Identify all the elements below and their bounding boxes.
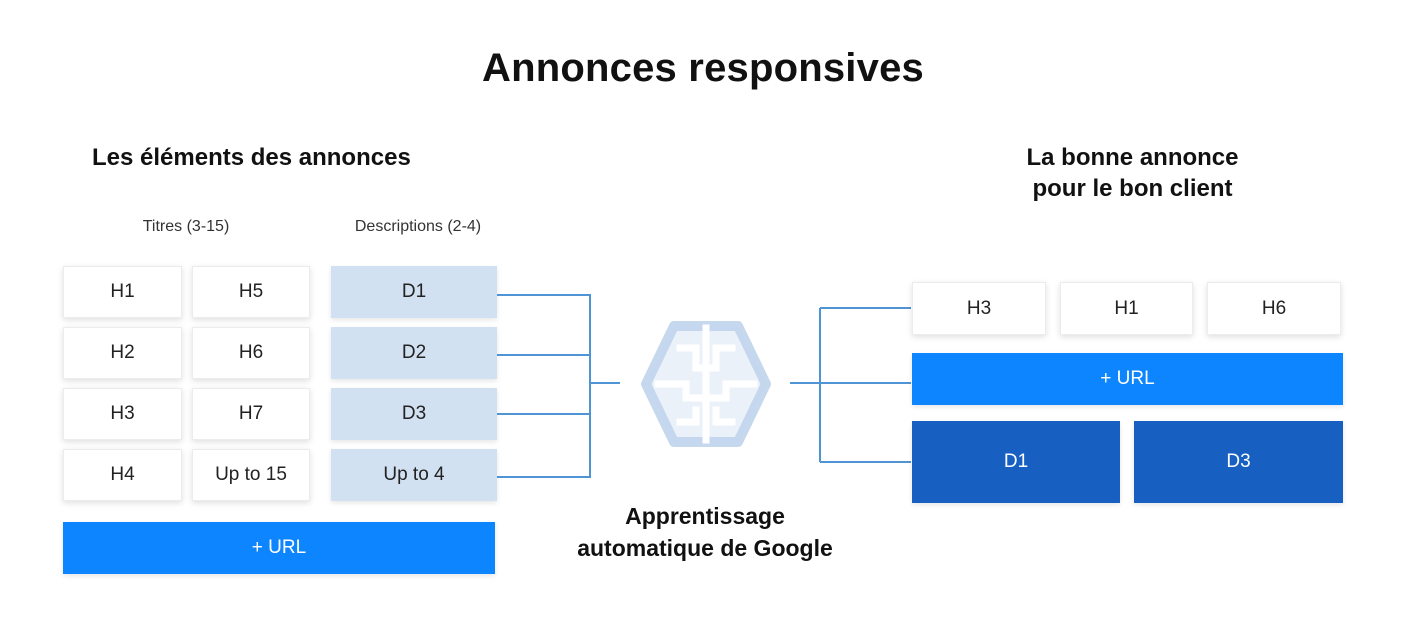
result-headline-box: H6: [1207, 282, 1341, 335]
titles-column-label: Titres (3-15): [142, 218, 230, 235]
headline-box: H6: [192, 327, 310, 379]
result-url-bar: + URL: [912, 353, 1343, 405]
result-headline-box: H3: [912, 282, 1046, 335]
brain-icon: [641, 321, 771, 447]
description-box: D3: [331, 388, 497, 440]
headline-box: H4: [63, 449, 182, 501]
right-section-heading: La bonne annonce pour le bon client: [990, 142, 1275, 204]
headline-box: H3: [63, 388, 182, 440]
headline-box: Up to 15: [192, 449, 310, 501]
headline-box: H5: [192, 266, 310, 318]
machine-learning-label-line1: Apprentissage: [625, 503, 785, 529]
headline-box: H7: [192, 388, 310, 440]
machine-learning-label-line2: automatique de Google: [577, 535, 833, 561]
left-section-heading: Les éléments des annonces: [92, 144, 411, 171]
right-section-heading-line1: La bonne annonce: [1026, 144, 1239, 171]
page-title: Annonces responsives: [482, 46, 924, 90]
result-headline-box: H1: [1060, 282, 1193, 335]
description-box: D1: [331, 266, 497, 318]
descriptions-column-label: Descriptions (2-4): [354, 218, 482, 235]
machine-learning-label: Apprentissage automatique de Google: [540, 500, 870, 564]
description-box: Up to 4: [331, 449, 497, 501]
url-bar: + URL: [63, 522, 495, 574]
description-box: D2: [331, 327, 497, 379]
headline-box: H1: [63, 266, 182, 318]
result-description-box: D1: [912, 421, 1120, 503]
headline-box: H2: [63, 327, 182, 379]
result-description-box: D3: [1134, 421, 1343, 503]
right-section-heading-line2: pour le bon client: [1032, 175, 1233, 202]
